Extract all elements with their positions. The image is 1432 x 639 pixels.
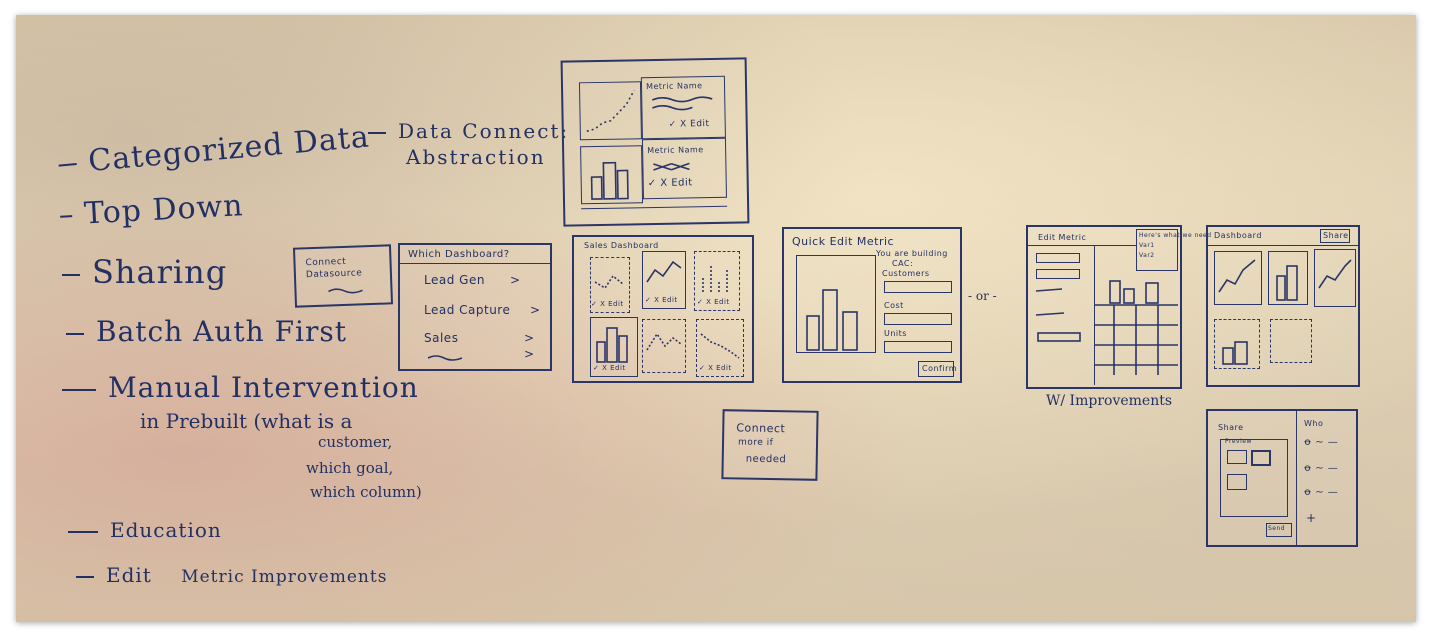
data-connect-abstraction: Abstraction [406,145,546,169]
which-dashboard-sketch: Which Dashboard? Lead Gen > Lead Capture… [398,243,552,371]
metric-line-chart-mini [578,81,642,141]
manual-sub-line-2: customer, [318,433,393,451]
confirm-button[interactable]: Confirm [918,361,957,377]
dashboard-widget-2 [1268,251,1308,305]
share-preview-box: Preview [1220,438,1288,517]
field-cost-select[interactable] [884,313,952,325]
list-item-sharing: Sharing [62,253,227,291]
edit-metric-caption: W/ Improvements [1046,393,1173,409]
sales-dashboard-sketch: Sales Dashboard ✓ X Edit ✓ X Edit ✓ X Ed… [572,235,754,383]
metric-actions-top: ✓ X Edit [668,119,710,130]
widget-line-5 [642,319,686,373]
list-item-manual-intervention: Manual Intervention [62,371,419,404]
quick-edit-bar-chart [796,255,876,353]
metric-name-bottom: Metric Name [647,145,704,156]
field-units-select[interactable] [884,341,952,353]
manual-sub-line-1: in Prebuilt (what is a [140,409,353,433]
send-button[interactable]: Send [1266,523,1292,537]
metric-name-top: Metric Name [645,81,703,92]
dashboard-option-sales: Sales [424,331,459,345]
person-icon: ꝋ ∼ — [1304,437,1339,448]
person-icon: ꝋ ∼ — [1304,487,1339,498]
connect-datasource-label: Connect Datasource [305,256,363,281]
field-cost-label: Cost [884,301,904,310]
field-customers-label: Customers [882,269,930,278]
widget-bar-4: ✓ X Edit [590,317,638,377]
dashboard-title: Dashboard [1214,231,1262,240]
field-units-label: Units [884,329,907,338]
list-item-batch-auth-first: Batch Auth First [66,315,347,348]
dashboard-panel-sketch: Dashboard Share [1206,225,1360,387]
field-customers-select[interactable] [884,281,952,293]
manual-sub-line-3: which goal, [306,459,394,477]
chevron-right-icon: > [524,347,535,361]
metric-actions-bottom: ✓ X Edit [647,177,693,190]
metric-info-bottom: Metric Name ✓ X Edit [641,137,727,200]
list-item-edit: Edit Metric Improvements [76,563,387,587]
share-button[interactable]: Share [1320,229,1350,243]
share-title: Share [1218,423,1244,432]
dashboard-option-lead-gen: Lead Gen [424,273,485,287]
whiteboard-photo: Categorized Data Top Down Sharing Batch … [16,15,1416,622]
metric-card-sketch: Metric Name ✓ X Edit Metric Name ✓ X Edi… [560,57,750,227]
dashboard-option-lead-capture: Lead Capture [424,303,511,317]
quick-edit-title: Quick Edit Metric [792,235,895,248]
connect-more-line-3: needed [745,453,787,466]
metric-bar-chart-mini [580,145,644,205]
edit-metric-sketch: Edit Metric Here's what we need Var1 Var… [1026,225,1211,389]
edit-metric-title: Edit Metric [1038,233,1087,242]
sales-dashboard-title: Sales Dashboard [584,241,659,250]
list-item-categorized-data: Categorized Data [57,119,371,181]
or-separator: - or - [968,289,997,303]
chevron-right-icon: > [524,331,535,345]
data-connect-label: Data Connect: [368,119,569,143]
add-person-icon[interactable]: + [1306,511,1317,525]
which-dashboard-title: Which Dashboard? [408,249,510,260]
chevron-right-icon: > [510,273,521,287]
connect-more-line-1: Connect [736,421,786,436]
widget-bar-3: ✓ X Edit [694,251,740,311]
widget-line-1: ✓ X Edit [590,257,630,313]
dashboard-widget-4 [1214,319,1260,369]
list-item-top-down: Top Down [59,188,244,233]
connect-more-line-2: more if [737,437,774,449]
chevron-right-icon: > [530,303,541,317]
dashboard-widget-3 [1314,249,1356,307]
dashboard-widget-5 [1270,319,1312,363]
manual-sub-line-4: which column) [310,483,422,501]
connect-more-sketch: Connect more if needed [721,409,819,481]
metric-info-top: Metric Name ✓ X Edit [640,75,726,140]
quick-edit-metric-sketch: Quick Edit Metric You are building CAC: … [782,227,962,383]
widget-line-2: ✓ X Edit [642,251,686,309]
quick-edit-hint-2: CAC: [892,259,914,268]
dashboard-widget-1 [1214,251,1262,305]
person-icon: ꝋ ∼ — [1304,463,1339,474]
widget-line-6: ✓ X Edit [696,319,744,377]
share-panel-sketch: Share Who Preview ꝋ ∼ — ꝋ ∼ — ꝋ ∼ — + Se… [1206,409,1358,547]
quick-edit-hint-1: You are building [876,249,948,258]
connect-datasource-sketch: Connect Datasource [292,244,394,308]
edit-metric-hint-box: Here's what we need Var1 Var2 [1136,229,1211,271]
who-label: Who [1304,419,1324,428]
list-item-education: Education [68,518,222,542]
